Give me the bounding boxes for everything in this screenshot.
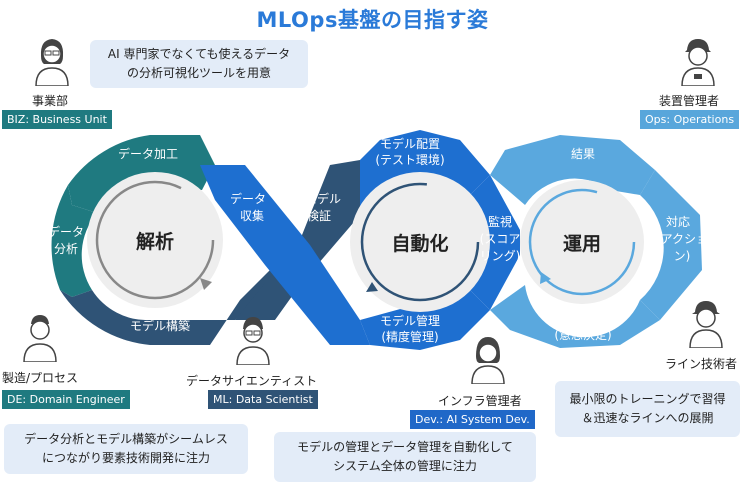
operations-bottom-label-2: (意思決定) [554,327,611,342]
role-line-name: ライン技術者 [665,357,738,371]
operations-right-label-1: 対応 [666,215,690,229]
analysis-center-label: 解析 [136,230,174,253]
automation-right-segment [470,175,520,310]
operations-top-label: 結果 [571,147,595,161]
callout-top-line-1: AI 専門家でなくても使えるデータ [107,47,291,61]
page-title: MLOps基盤の目指す姿 [256,8,489,32]
role-domain-name: 製造/プロセス [2,371,79,385]
callout-bottom-left: データ分析とモデル構築がシームレス につながり要素技術開発に注力 [4,424,248,474]
role-domain-tag: DE: Domain Engineer [2,390,130,409]
analysis-left-segment [51,185,97,297]
cross-up-label-2: 検証 [307,209,331,223]
callout-top: AI 専門家でなくても使えるデータ の分析可視化ツールを用意 [90,40,308,88]
role-business-name: 事業部 [32,94,69,108]
operations-inner-circle [520,180,644,304]
person-icon [23,315,57,362]
callout-bottom-left-line-2: につながり要素技術開発に注力 [41,451,210,465]
role-scientist-name: データサイエンティスト [186,374,318,388]
operations-right-label-2: (アクショ [656,232,708,246]
role-equipment-tag: Ops: Operations [640,110,740,129]
callout-top-line-2: の分析可視化ツールを用意 [126,66,271,80]
automation-right-label-2: (スコア [480,232,521,246]
person-icon [689,301,723,348]
cross-down-label-1: データ [230,191,266,206]
automation-cycle-arrow [360,182,480,302]
role-equipment-name: 装置管理者 [659,94,720,108]
operations-right-label-3: ン) [674,249,691,263]
automation-inner-circle [350,172,490,312]
operations-cycle-arrow [528,188,636,296]
cross-ribbon-down [200,165,370,345]
automation-bottom-segment [360,290,490,350]
analysis-cycle-arrow [95,180,215,300]
role-business-tag: BIZ: Business Unit [2,110,112,129]
automation-top-label-2: (テスト環境) [375,152,444,167]
analysis-left-label-1: データ [48,224,84,239]
automation-loop: 自動化 モデル配置 (テスト環境) 監視 (スコア リング) モデル管理 (精度… [350,130,520,350]
cross-up-label-1: モデル [305,191,341,206]
person-icon [471,337,505,384]
cross-ribbons: データ 収集 モデル 検証 [200,160,370,345]
analysis-loop: 解析 データ加工 データ 分析 モデル構築 [48,135,300,345]
analysis-inner-circle [87,172,223,308]
automation-arrow-head [366,282,378,292]
automation-right-label-1: 監視 [488,214,512,229]
automation-bottom-label-2: (精度管理) [381,329,438,344]
automation-top-label-1: モデル配置 [380,136,440,151]
person-icon [236,317,270,365]
person-icon [681,39,715,86]
operations-loop: 運用 結果 対応 (アクショ ン) 判断 (意思決定) [490,135,708,348]
role-scientist-tag: ML: Data Scientist [208,390,318,409]
cross-ribbon-up [235,160,360,320]
person-icon [35,39,69,86]
operations-bottom-label-1: 判断 [571,311,595,326]
callout-bottom-right-line-2: ＆迅速なラインへの展開 [581,411,714,425]
analysis-bottom-label: モデル構築 [130,318,190,333]
callout-bottom-center: モデルの管理とデータ管理を自動化して システム全体の管理に注力 [274,432,536,482]
callout-bottom-right: 最小限のトレーニングで習得 ＆迅速なラインへの展開 [555,381,740,437]
analysis-top-label: データ加工 [118,146,178,161]
automation-bottom-label-1: モデル管理 [380,313,440,328]
callout-bottom-center-line-1: モデルの管理とデータ管理を自動化して [297,440,513,454]
cross-down-label-2: 収集 [240,208,264,223]
operations-bottom-segment [490,285,660,348]
automation-right-label-3: リング) [480,249,521,263]
role-infra-tag: Dev.: AI System Dev. [410,410,535,429]
analysis-bottom-segment [60,240,300,345]
operations-arrow-head [540,272,551,284]
operations-right-segment [640,170,702,320]
analysis-left-label-2: 分析 [54,242,78,256]
automation-center-label: 自動化 [391,232,448,255]
operations-top-segment [490,135,655,205]
role-infra-name: インフラ管理者 [438,394,522,408]
callout-bottom-center-line-2: システム全体の管理に注力 [333,459,477,473]
operations-center-label: 運用 [563,233,601,255]
callout-bottom-right-line-1: 最小限のトレーニングで習得 [569,392,726,406]
callout-bottom-left-line-1: データ分析とモデル構築がシームレス [24,432,228,446]
analysis-arrow-head [200,278,212,290]
